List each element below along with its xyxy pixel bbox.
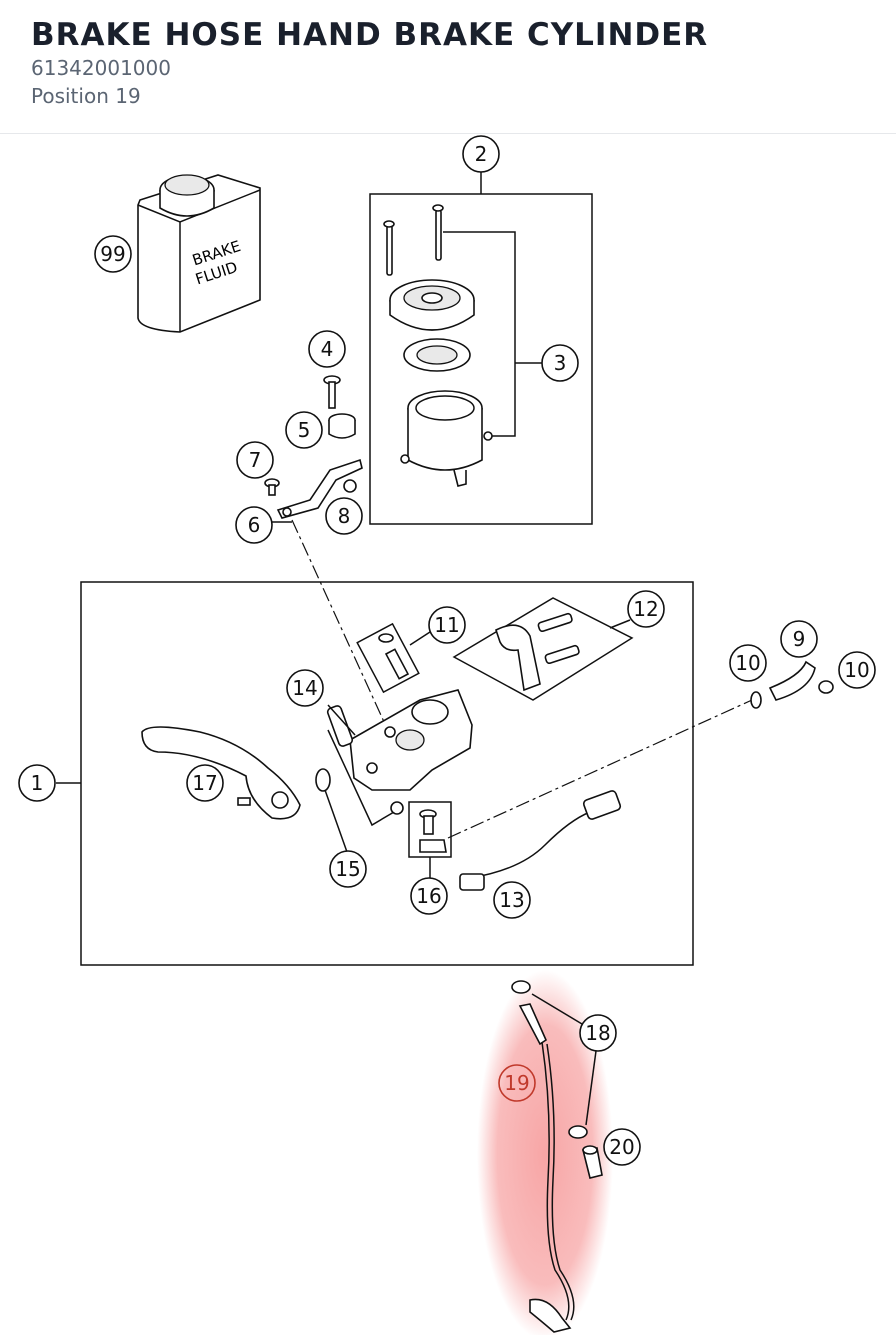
position-label: Position 19 (31, 84, 141, 108)
master-cylinder-assembly-frame (80, 581, 694, 966)
svg-text:20: 20 (609, 1135, 634, 1159)
svg-text:4: 4 (321, 337, 334, 361)
callout-11[interactable]: 11 (428, 606, 466, 644)
reservoir-diaphragm[interactable] (403, 338, 471, 372)
callout-3[interactable]: 3 (541, 344, 579, 382)
brake-switch-13[interactable] (459, 790, 622, 891)
svg-text:2: 2 (475, 142, 488, 166)
reservoir-body[interactable] (400, 390, 493, 487)
callout-13[interactable]: 13 (493, 881, 531, 919)
svg-text:1: 1 (31, 771, 44, 795)
part-pin-14[interactable] (326, 705, 354, 747)
callout-2[interactable]: 2 (462, 135, 500, 173)
callout-5[interactable]: 5 (285, 411, 323, 449)
part-valve-11[interactable] (356, 622, 420, 694)
svg-text:13: 13 (499, 888, 524, 912)
svg-text:14: 14 (292, 676, 317, 700)
callout-14[interactable]: 14 (286, 669, 324, 707)
callout-10-right[interactable]: 10 (838, 651, 876, 689)
part-bleeder-20[interactable] (582, 1145, 603, 1179)
svg-text:10: 10 (844, 658, 869, 682)
svg-text:19: 19 (504, 1071, 529, 1095)
part-bracket-6[interactable] (276, 458, 363, 519)
callout-19[interactable]: 19 (498, 1064, 536, 1102)
exploded-parts-diagram: BRAKE FLUID (18, 135, 876, 1335)
part-screw-7[interactable] (264, 478, 280, 496)
part-master-cylinder-body[interactable] (349, 689, 473, 791)
svg-text:6: 6 (248, 513, 261, 537)
callout-6[interactable]: 6 (235, 506, 273, 544)
part-washer-18[interactable] (568, 1125, 588, 1139)
svg-text:99: 99 (100, 242, 125, 266)
page-header: BRAKE HOSE HAND BRAKE CYLINDER 613420010… (0, 0, 896, 134)
callout-20[interactable]: 20 (603, 1128, 641, 1166)
svg-text:18: 18 (585, 1021, 610, 1045)
svg-text:11: 11 (434, 613, 459, 637)
brake-fluid-can[interactable]: BRAKE FLUID (137, 174, 261, 333)
part-hose-9[interactable] (750, 660, 834, 709)
part-number: 61342001000 (31, 56, 171, 80)
brake-hose-19[interactable] (511, 980, 575, 1333)
reservoir-screws[interactable] (383, 204, 444, 276)
callout-8[interactable]: 8 (325, 497, 363, 535)
svg-text:8: 8 (338, 504, 351, 528)
callout-9[interactable]: 9 (780, 620, 818, 658)
page-title: BRAKE HOSE HAND BRAKE CYLINDER (31, 17, 709, 53)
svg-text:15: 15 (335, 857, 360, 881)
svg-text:16: 16 (416, 884, 441, 908)
callout-7[interactable]: 7 (236, 441, 274, 479)
callout-99[interactable]: 99 (94, 235, 132, 273)
highlight-glow (477, 970, 613, 1335)
callout-12[interactable]: 12 (627, 590, 665, 628)
part-nut-8[interactable] (343, 479, 357, 493)
svg-text:5: 5 (298, 418, 311, 442)
reservoir-cap[interactable] (389, 279, 475, 331)
callout-17[interactable]: 17 (186, 764, 224, 802)
callout-10-left[interactable]: 10 (729, 644, 767, 682)
callout-16[interactable]: 16 (410, 877, 448, 915)
svg-text:9: 9 (793, 627, 806, 651)
brake-lever-17[interactable] (141, 726, 301, 820)
callout-4[interactable]: 4 (308, 330, 346, 368)
part-seal-15[interactable] (315, 768, 331, 792)
svg-text:3: 3 (554, 351, 567, 375)
callout-15[interactable]: 15 (329, 850, 367, 888)
svg-text:7: 7 (249, 448, 262, 472)
callout-1[interactable]: 1 (18, 764, 56, 802)
part-screw-4[interactable] (323, 375, 341, 409)
svg-text:17: 17 (192, 771, 217, 795)
part-clamp-12[interactable] (452, 597, 634, 701)
callout-18[interactable]: 18 (579, 1014, 617, 1052)
svg-text:10: 10 (735, 651, 760, 675)
part-banjo-16[interactable] (408, 801, 452, 858)
part-grommet-5[interactable] (328, 413, 356, 439)
svg-text:12: 12 (633, 597, 658, 621)
